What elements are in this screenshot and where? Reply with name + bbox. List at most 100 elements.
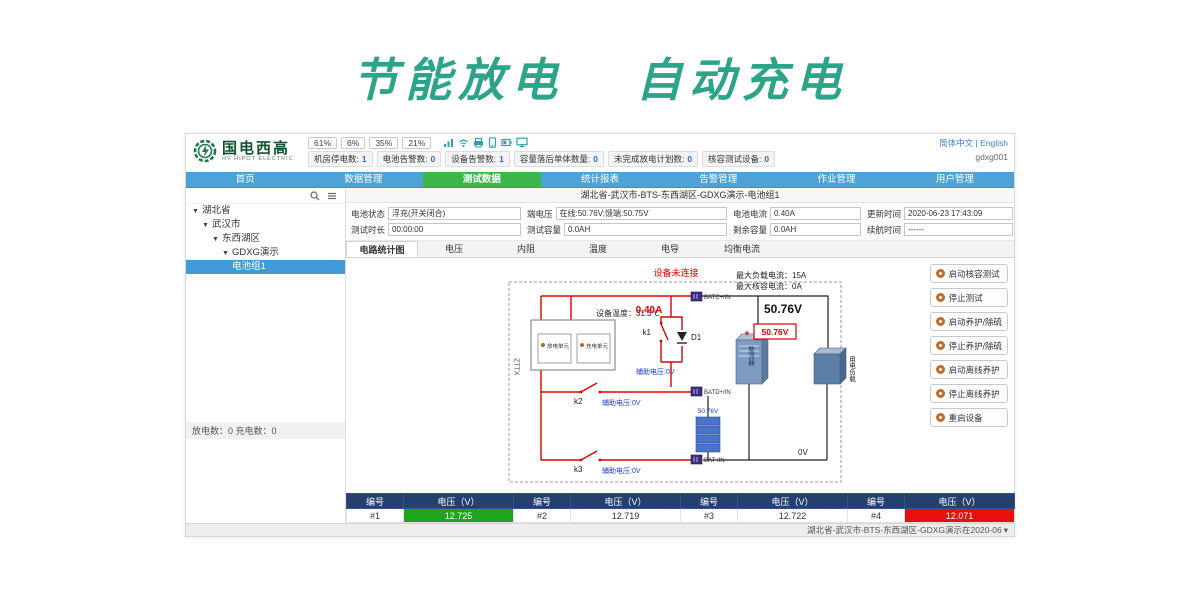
- bus-voltage-label: 50.76V: [764, 302, 802, 316]
- main-panel: 湖北省-武汉市-BTS-东西湖区-GDXG演示-电池组1 电池状态浮充(开关闭合…: [346, 188, 1016, 523]
- action-icon: [935, 317, 945, 326]
- cell-voltage-table: 编号 电压（V） 编号 电压（V） 编号 电压（V） 编号 电压（V） #1 1…: [346, 493, 1015, 523]
- tree-node-label: 东西湖区: [221, 233, 260, 244]
- cell-id: #3: [680, 508, 738, 523]
- field-label: 更新时间: [867, 208, 902, 219]
- nav-data-management[interactable]: 数据管理: [344, 174, 383, 185]
- breadcrumb: 湖北省-武汉市-BTS-东西湖区-GDXG演示-电池组1: [346, 188, 1014, 203]
- tab-voltage[interactable]: 电压: [444, 244, 463, 254]
- col-header-voltage: 电压（V）: [904, 493, 1015, 509]
- stat-value: 0: [687, 154, 693, 164]
- tab-circuit-diagram[interactable]: 电路统计图: [346, 241, 418, 257]
- circuit-diagram: 放电单元 充电单元 BATC+/IN BATD+/IN BAT-/IN: [508, 267, 856, 483]
- status-dropdown-icon[interactable]: ▾: [1003, 525, 1008, 535]
- stat-battery-alarms: 电池告警数:0: [376, 151, 442, 167]
- nav-statistics-report[interactable]: 统计报表: [580, 174, 619, 185]
- action-label: 启动核容测试: [948, 268, 1000, 279]
- stat-value: 0: [593, 154, 598, 164]
- lang-zh-link[interactable]: 简体中文: [939, 138, 974, 148]
- tree-node-district[interactable]: ▼东西湖区: [186, 232, 345, 246]
- charge-indicator-dot: [580, 343, 584, 347]
- banner-word-1: 节能放电: [352, 54, 565, 106]
- action-label: 重启设备: [948, 412, 983, 423]
- bat-neg-connector: [690, 454, 703, 465]
- circuit-diagram-panel: 放电单元 充电单元 BATC+/IN BATD+/IN BAT-/IN: [346, 258, 1014, 493]
- action-icon: [935, 413, 945, 422]
- list-icon[interactable]: [327, 191, 337, 201]
- field-value: 0.40A: [770, 207, 861, 220]
- tree-node-province[interactable]: ▼湖北省: [186, 204, 345, 218]
- percent-badge: 6%: [341, 136, 366, 149]
- field-value: 浮充(开关闭合): [388, 207, 521, 220]
- main-nav: 首页 数据管理 测试数据 统计报表 告警管理 作业管理 用户管理: [186, 172, 1014, 187]
- percent-badge: 35%: [369, 136, 399, 149]
- tab-resistance[interactable]: 内阻: [516, 244, 535, 254]
- field-label: 电池状态: [351, 208, 386, 219]
- tree-node-label: GDXG演示: [231, 247, 279, 258]
- max-load-current-label: 最大负载电流：15A: [736, 270, 807, 280]
- diode-d1: [677, 332, 687, 344]
- start-offline-maintenance-button[interactable]: 启动离线养护: [929, 360, 1008, 379]
- tab-balance-current[interactable]: 均衡电流: [723, 244, 760, 254]
- plus-sign: +: [744, 328, 749, 338]
- battery-cell-stack: 50.76V: [695, 408, 721, 453]
- tree-node-label: 武汉市: [211, 219, 241, 230]
- tree-caret-icon[interactable]: ▼: [212, 236, 219, 243]
- cells-voltage-label: 50.76V: [698, 408, 719, 415]
- col-header-id: 编号: [513, 493, 571, 509]
- logo-cn: 国电西高: [222, 139, 291, 157]
- field-value: 0.0AH: [770, 223, 861, 236]
- phone-icon: [489, 137, 497, 148]
- tree-caret-icon[interactable]: ▼: [202, 222, 209, 229]
- stop-maintenance-button[interactable]: 停止养护/除硫: [929, 336, 1008, 355]
- nav-home[interactable]: 首页: [235, 174, 255, 185]
- stop-test-button[interactable]: 停止测试: [929, 288, 1008, 307]
- action-icon: [935, 365, 945, 374]
- action-icon: [935, 389, 945, 398]
- table-header-row: 编号 电压（V） 编号 电压（V） 编号 电压（V） 编号 电压（V）: [346, 493, 1015, 509]
- stop-offline-maintenance-button[interactable]: 停止离线养护: [929, 384, 1008, 403]
- discharge-unit-label: 放电单元: [547, 342, 570, 350]
- battery-icon: [501, 138, 512, 147]
- app-header: 国电西高 HV HIPOT ELECTRIC 61% 6% 35% 21%: [186, 134, 1014, 172]
- field-value: ------: [904, 223, 1013, 236]
- start-maintenance-button[interactable]: 启动养护/除硫: [929, 312, 1008, 331]
- alarm-stats-row: 机房停电数:1 电池告警数:0 设备告警数:1 容量落后单体数量:0 未完成放电…: [308, 151, 916, 167]
- nav-user-management[interactable]: 用户管理: [935, 174, 974, 185]
- field-label: 续航时间: [867, 224, 902, 235]
- cell-voltage-low: 12.071: [904, 508, 1015, 523]
- field-value: 2020-06-23 17:43:09: [904, 207, 1013, 220]
- stat-lagging-cells: 容量落后单体数量:0: [513, 151, 604, 167]
- action-label: 停止离线养护: [948, 388, 1000, 399]
- stat-label: 设备告警数:: [451, 154, 497, 164]
- nav-test-data[interactable]: 测试数据: [422, 172, 541, 187]
- start-capacity-test-button[interactable]: 启动核容测试: [929, 264, 1008, 283]
- tab-conductance[interactable]: 电导: [660, 244, 679, 254]
- col-header-id: 编号: [847, 493, 905, 509]
- nav-alarm-management[interactable]: 告警管理: [699, 174, 738, 185]
- nav-job-management[interactable]: 作业管理: [817, 174, 856, 185]
- action-label: 停止测试: [948, 292, 983, 303]
- field-value: 0.0AH: [564, 223, 727, 236]
- tree-node-battery-group[interactable]: 电池组1: [186, 260, 345, 274]
- connectors: BATC+/IN BATD+/IN BAT-/IN: [690, 291, 731, 465]
- tree-caret-icon[interactable]: ▼: [192, 208, 199, 215]
- d1-label: D1: [691, 333, 702, 342]
- tab-temperature[interactable]: 温度: [588, 244, 607, 254]
- bat-neg-label: BAT-/IN: [704, 458, 725, 464]
- stat-capacity-test-devices: 核容测试设备:0: [702, 151, 776, 167]
- stat-unfinished-discharge-plans: 未完成放电计划数:0: [607, 151, 699, 167]
- restart-device-button[interactable]: 重启设备: [929, 408, 1008, 427]
- status-text: 湖北省-武汉市-BTS-东西湖区-GDXG演示在2020-06: [807, 525, 1002, 535]
- tree-node-city[interactable]: ▼武汉市: [186, 218, 345, 232]
- search-icon[interactable]: [310, 190, 320, 201]
- field-terminal-voltage: 端电压在线:50.76V;馈端:50.75V: [524, 207, 730, 220]
- stat-value: 0: [430, 154, 436, 164]
- device-temp-label: 设备温度：31.3℃: [596, 308, 660, 318]
- field-value: 00:00:00: [388, 223, 521, 236]
- action-icon: [935, 269, 945, 278]
- lang-en-link[interactable]: English: [980, 138, 1008, 148]
- tree-node-station[interactable]: ▼GDXG演示: [186, 246, 345, 260]
- tree-caret-icon[interactable]: ▼: [222, 250, 229, 257]
